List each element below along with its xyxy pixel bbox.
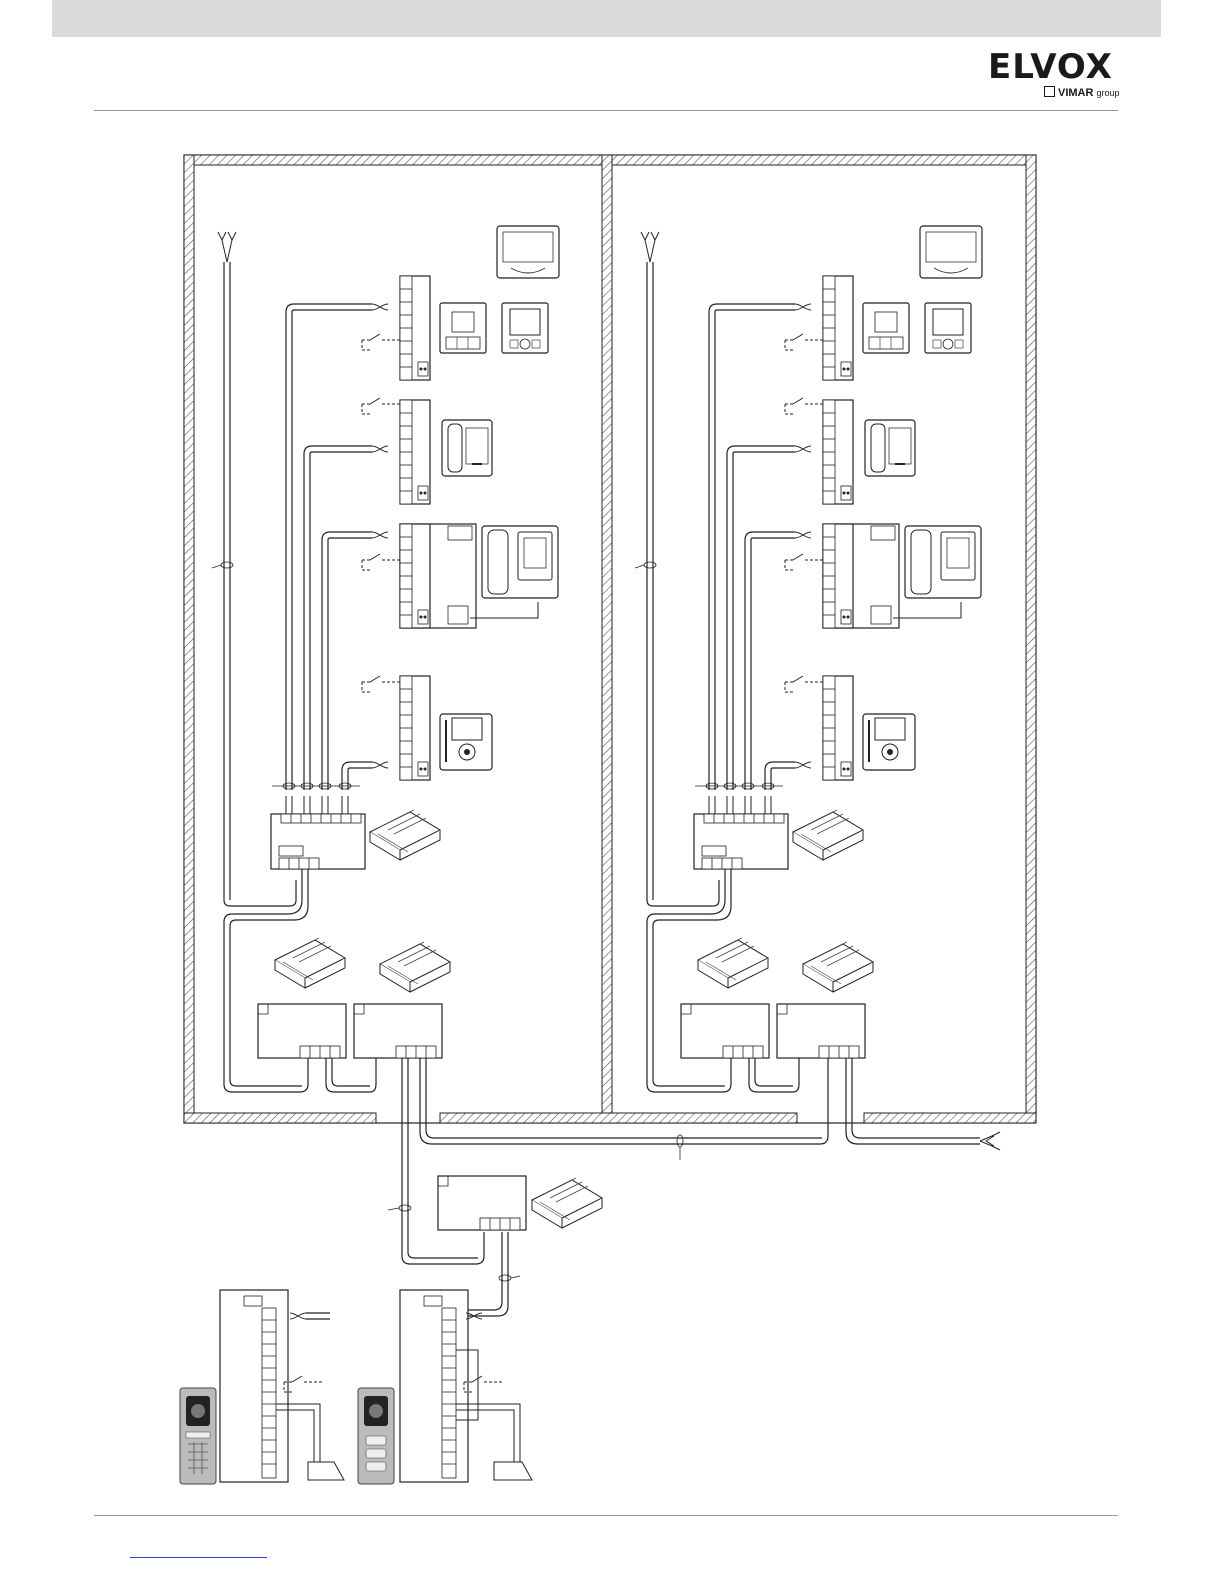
outdoor-panel-icon [180, 1388, 216, 1484]
power-supply-icon [380, 942, 450, 992]
video-distributor [271, 814, 365, 869]
video-monitor-icon [502, 303, 548, 353]
handset-monitor-icon [482, 526, 558, 598]
control-unit [438, 1176, 526, 1230]
push-button-icon [362, 676, 402, 692]
outdoor-station-right [400, 1290, 532, 1482]
power-supply-icon [370, 810, 440, 860]
door-lock-icon [494, 1462, 532, 1480]
connection-module [400, 276, 430, 380]
outdoor-station-left [220, 1290, 344, 1482]
video-monitor-icon [440, 714, 492, 770]
apartment-right [635, 226, 982, 1092]
connection-module [400, 676, 430, 780]
tv-monitor-icon [497, 226, 559, 278]
control-unit [258, 1004, 346, 1058]
connection-module [400, 400, 430, 504]
building-walls [184, 155, 1036, 1123]
video-monitor-icon [440, 303, 486, 353]
control-unit [354, 1004, 442, 1058]
push-button-icon [362, 554, 402, 570]
apartment-left [212, 226, 559, 1092]
door-lock-icon [308, 1462, 344, 1480]
outdoor-panel-icon [358, 1388, 394, 1484]
handset-monitor-icon [442, 420, 492, 476]
push-button-icon [464, 1376, 504, 1392]
power-supply-icon [532, 1178, 602, 1228]
push-button-icon [362, 398, 402, 414]
push-button-icon [362, 334, 402, 350]
power-supply-icon [275, 938, 345, 988]
antenna-icon [218, 232, 236, 262]
push-button-icon [284, 1376, 324, 1392]
footer-rule [94, 1515, 1118, 1516]
footer-link-underline[interactable] [130, 1557, 267, 1558]
